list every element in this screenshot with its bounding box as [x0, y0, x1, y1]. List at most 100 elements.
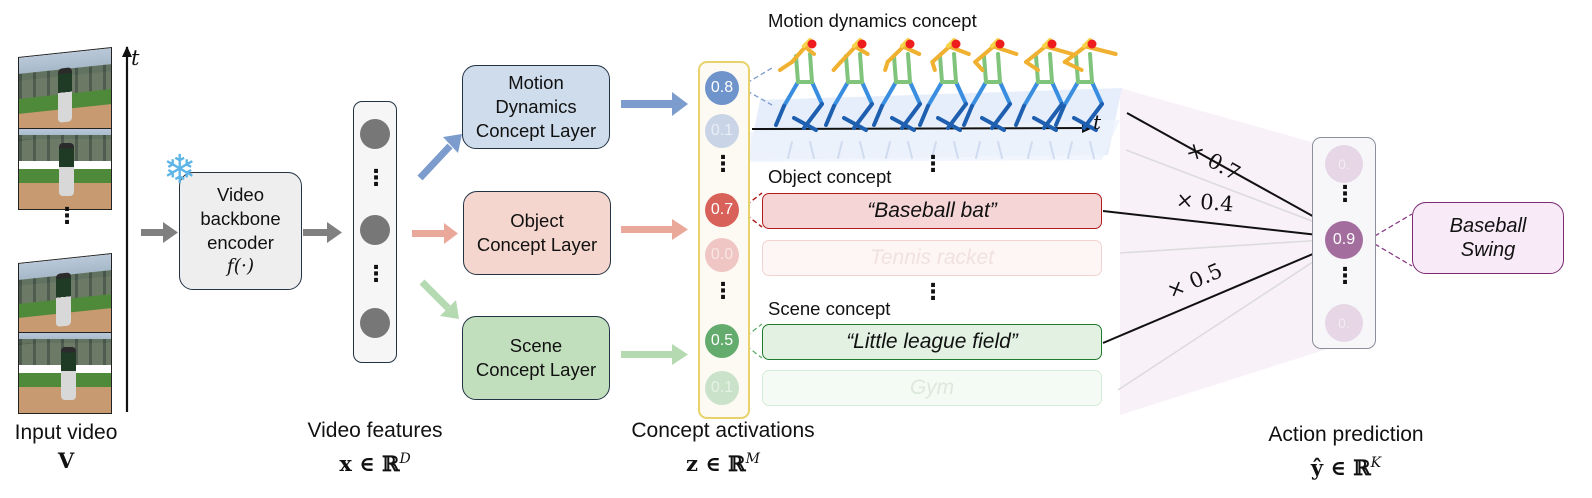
stick-head	[1047, 39, 1057, 49]
layer-label-line: Concept Layer	[475, 120, 597, 141]
feature-ellipsis: ⋮	[365, 165, 387, 190]
arrow-features-to-scene	[419, 279, 459, 319]
action-prediction-symbol-text: ŷ ∈ ℝ	[1310, 455, 1371, 480]
scene-concept-gym: Gym	[762, 370, 1102, 406]
stick-reflection	[787, 141, 793, 159]
stick-arm	[930, 60, 937, 72]
object-concept-layer: Object Concept Layer	[463, 191, 611, 275]
stick-arm	[900, 44, 922, 56]
weight-label-object: × 0.4	[1175, 187, 1235, 217]
stick-arm	[946, 44, 971, 56]
stick-leg	[980, 116, 1006, 132]
stick-torso	[906, 52, 912, 84]
stick-torso	[952, 52, 958, 84]
layer-label-line: Concept Layer	[475, 359, 597, 380]
stick-leg	[1054, 104, 1066, 127]
layer-label-line: Object	[510, 210, 564, 231]
feature-vector: ⋮ ⋮	[353, 101, 397, 363]
stick-arm	[883, 60, 890, 72]
activation-node-motion-active: 0.8	[705, 71, 739, 105]
predicted-action-line: Baseball	[1449, 215, 1527, 237]
stick-torso	[1088, 52, 1094, 84]
arrow-motion-to-activations	[621, 92, 688, 116]
stick-reflection	[953, 141, 959, 159]
input-video-symbol: V	[57, 448, 75, 473]
stick-leg	[1090, 80, 1104, 106]
video-features-symbol-text: x ∈ ℝ	[339, 451, 400, 476]
activation-node-object-active: 0.7	[705, 193, 739, 227]
action-prediction-symbol: ŷ ∈ ℝK	[1226, 450, 1466, 481]
weight-line-object	[1102, 210, 1327, 236]
stick-reflection	[1089, 141, 1095, 159]
activation-ellipsis: ⋮	[712, 151, 734, 176]
stick-reflection	[907, 141, 913, 159]
snowflake-icon: ❄	[163, 148, 197, 192]
object-ellipsis: ⋮	[922, 279, 944, 304]
stick-torso	[982, 54, 988, 84]
activation-node-scene-active: 0.5	[705, 324, 739, 358]
stick-leg	[1072, 116, 1098, 132]
arrow-features-to-object	[412, 223, 458, 244]
stick-head	[1087, 39, 1097, 49]
action-prediction-superscript: K	[1370, 455, 1382, 471]
video-frame	[18, 47, 112, 141]
stick-arm	[838, 44, 858, 64]
stick-leg	[1062, 80, 1080, 108]
stick-reflection	[1049, 141, 1055, 159]
weight-funnel	[1120, 88, 1340, 415]
stick-arm	[1024, 44, 1048, 64]
stick-leg	[970, 80, 988, 108]
feature-node	[360, 308, 390, 338]
weight-lines	[1102, 112, 1327, 344]
stick-leg	[962, 104, 974, 127]
stick-leg	[1032, 116, 1058, 132]
stick-arm	[778, 60, 794, 72]
prediction-node-active: 0.9	[1325, 221, 1363, 259]
stick-leg	[824, 104, 836, 127]
stick-reflection	[931, 141, 937, 159]
video-frame	[18, 128, 112, 210]
feature-node	[360, 215, 390, 245]
feature-node	[360, 119, 390, 149]
stick-head	[995, 39, 1005, 49]
activation-node-scene-inactive: 0.1	[705, 371, 739, 405]
encoder-label-line: encoder	[207, 232, 274, 253]
stick-reflection	[859, 141, 865, 159]
stick-arm	[790, 44, 808, 64]
stick-leg	[774, 104, 786, 127]
stick-torso	[858, 52, 864, 84]
prediction-node-inactive: 0.	[1325, 145, 1363, 183]
stick-reflection	[885, 141, 891, 159]
scene-concept-title: Scene concept	[768, 298, 891, 319]
feature-ellipsis: ⋮	[365, 261, 387, 286]
activation-ellipsis: ⋮	[712, 278, 734, 303]
stick-head	[951, 39, 961, 49]
video-frame	[18, 332, 112, 414]
prediction-ellipsis: ⋮	[1334, 181, 1356, 206]
concept-activations-superscript: M	[745, 451, 760, 467]
stick-reflection	[1027, 141, 1033, 159]
stick-arm	[990, 44, 1019, 56]
stick-reflection	[809, 141, 815, 159]
encoder-label-line: backbone	[200, 208, 281, 229]
stick-reflection	[837, 141, 843, 159]
video-features-caption: Video features	[307, 419, 443, 442]
stick-arm	[831, 60, 843, 72]
motion-time-axis	[751, 123, 1093, 134]
stick-torso	[892, 54, 898, 84]
concept-activations-symbol-text: z ∈ ℝ	[686, 451, 746, 476]
object-concept-tennis-racket: Tennis racket	[762, 240, 1102, 276]
stick-leg	[890, 116, 916, 132]
video-backbone-encoder: Video backbone encoder f(·)	[179, 172, 302, 290]
activation-node-object-inactive: 0.0	[705, 238, 739, 272]
video-features-symbol: x ∈ ℝD	[285, 446, 465, 477]
weight-line-motion	[1126, 112, 1327, 224]
stick-arm	[1042, 44, 1074, 56]
stick-leg	[926, 80, 944, 108]
layer-label-line: Dynamics	[495, 96, 577, 117]
stick-torso	[844, 54, 850, 84]
stick-leg	[918, 104, 930, 127]
arrow-input-to-encoder	[141, 222, 178, 243]
motion-ellipsis: ⋮	[922, 151, 944, 176]
stick-leg	[810, 80, 824, 106]
